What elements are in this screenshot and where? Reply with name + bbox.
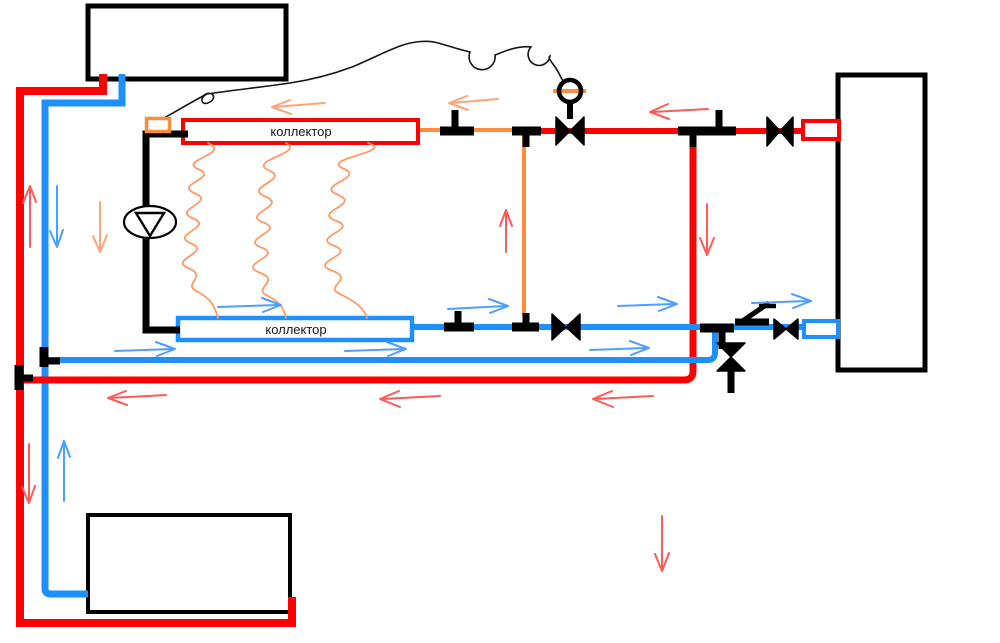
flow-arrow-hot-up [22,185,37,248]
radiator [835,72,928,373]
capillary-tube [163,40,567,119]
hot-branch-pipe [22,134,697,384]
flow-arrow-hot-left [592,390,654,408]
thermostatic-head-ring [556,77,584,105]
boiler-top [85,3,289,82]
flow-arrow-cold-down [49,185,64,248]
shutoff-valve-icon-radiator-return [773,318,799,340]
flow-arrow-loop-left [448,95,499,111]
shutoff-valve-icon-radiator-supply [766,116,794,147]
collector-supply-label: коллектор [270,124,331,139]
flow-arrow-loop-down [92,201,108,253]
boiler-bottom [86,513,292,614]
pump-icon [122,204,178,240]
shutoff-valve-icon-hot-bypass [555,116,585,146]
cold-return-riser-pipe [41,74,126,598]
flow-arrow-hot-left [649,103,709,120]
flow-arrow-bypass-up [499,209,513,253]
flow-arrow-hot-down [654,515,670,572]
pump-triangle [133,211,167,239]
radiator-return-stub [802,319,840,339]
floor-loop-2 [252,142,292,319]
flow-arrow-cold-up [57,440,71,502]
floor-loop-1 [181,142,219,319]
hot-supply-riser-pipe [16,74,296,627]
radiator-supply-stub [801,119,841,141]
flow-arrow-hot-down [699,203,715,256]
thermostatic-head-icon [553,77,586,119]
flow-arrow-cold-right [114,341,176,357]
flow-arrow-cold-right [751,293,812,309]
flow-arrow-cold-right [447,298,509,314]
floor-loop-3 [324,142,376,319]
cold-mid-pipe [46,330,718,363]
collector-return-label: коллектор [265,322,326,337]
flow-arrow-hot-left [379,390,441,408]
shutoff-valve-icon-cold-bypass [551,313,581,341]
flow-arrow-hot-left [107,390,167,406]
check-valve-icon [735,300,776,326]
flow-arrow-cold-right [344,341,407,357]
flow-arrow-cold-right [617,296,678,312]
flow-arrow-loop-left [271,99,326,115]
drain-valve-icon [716,342,746,393]
flow-arrow-cold-right [217,297,282,313]
flow-arrow-hot-down [21,443,36,504]
flow-arrow-cold-right [589,340,650,356]
temperature-sensor [144,116,172,134]
